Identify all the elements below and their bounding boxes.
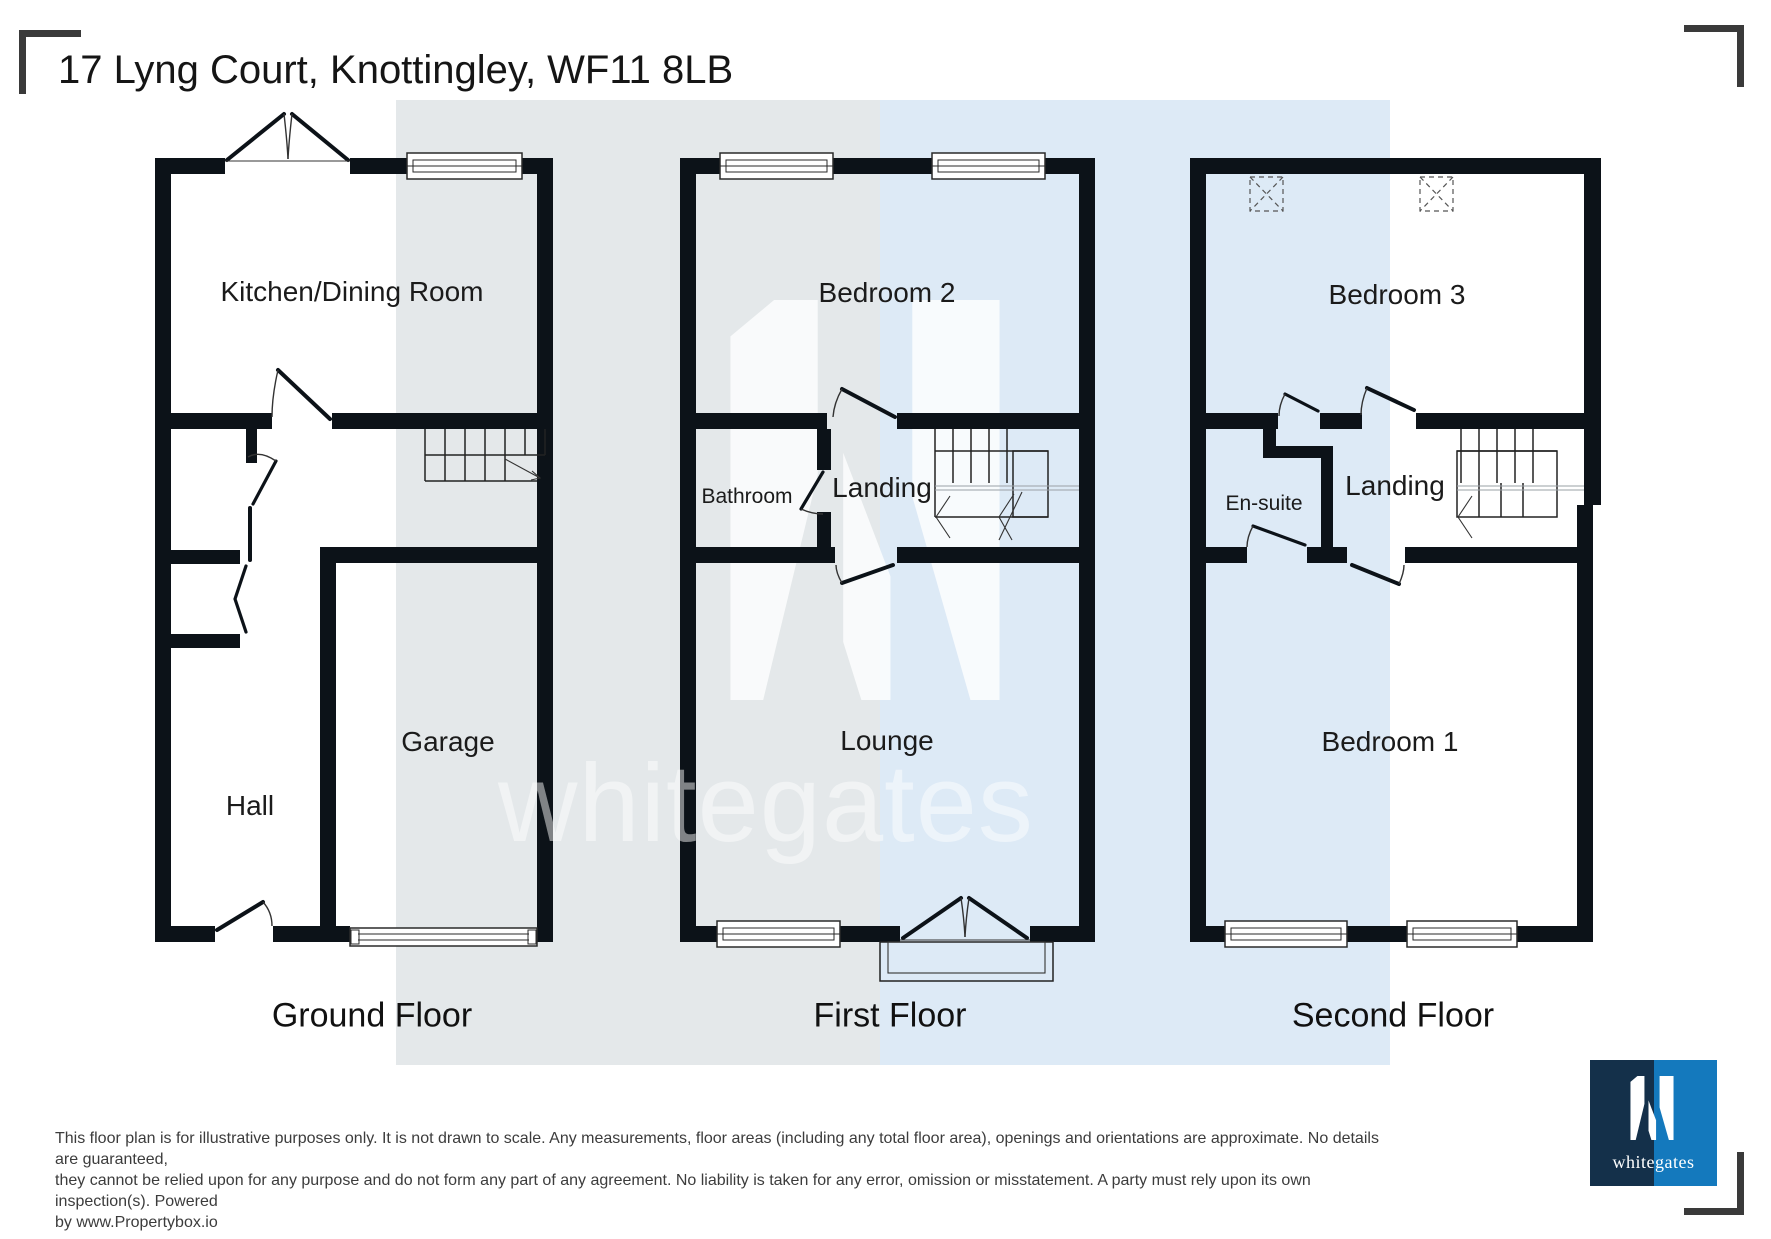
- ground-floor-window: [406, 152, 523, 180]
- room-label-lounge: Lounge: [840, 725, 934, 756]
- first-floor-windows: [716, 152, 1046, 948]
- whitegates-logo: whitegates: [1590, 1060, 1717, 1186]
- room-label-bedroom1: Bedroom 1: [1321, 726, 1459, 757]
- garage-door: [349, 927, 538, 947]
- disclaimer-text: This floor plan is for illustrative purp…: [55, 1128, 1385, 1233]
- first-floor-plan: [680, 152, 1095, 982]
- room-label-hall: Hall: [225, 790, 275, 821]
- whitegates-w-icon: [1630, 1076, 1674, 1140]
- room-label-bedroom2: Bedroom 2: [818, 277, 956, 308]
- page-title: 17 Lyng Court, Knottingley, WF11 8LB: [58, 48, 734, 92]
- second-floor-doors: [1246, 386, 1416, 586]
- background-band-gray: [396, 100, 880, 1065]
- logo-brand-text: whitegates: [1612, 1152, 1695, 1172]
- skylight-icons: [1249, 176, 1454, 212]
- corner-bracket-icons: [19, 25, 1744, 1215]
- patio-outline: [879, 941, 1054, 982]
- whitegates-watermark-icon: [730, 300, 1000, 700]
- disclaimer-line-2: they cannot be relied upon for any purpo…: [55, 1172, 1311, 1210]
- room-label-landing-first: Landing: [832, 472, 932, 503]
- ground-floor-walls: [155, 158, 553, 942]
- disclaimer-line-1: This floor plan is for illustrative purp…: [55, 1130, 1379, 1168]
- ground-floor-plan: [155, 112, 553, 947]
- second-floor-walls: [1190, 158, 1601, 942]
- watermark-text: whitegates: [498, 742, 1034, 865]
- second-floor-stairs: [1456, 429, 1584, 539]
- floor-label-ground: Ground Floor: [271, 996, 473, 1035]
- second-floor-windows: [1224, 920, 1518, 948]
- second-floor-plan: [1190, 158, 1601, 948]
- ground-floor-stairs: [424, 429, 546, 482]
- first-floor-stairs: [934, 429, 1079, 541]
- first-floor-walls: [680, 158, 1095, 942]
- disclaimer-line-3: by www.Propertybox.io: [55, 1214, 218, 1231]
- room-label-bedroom3: Bedroom 3: [1328, 279, 1466, 310]
- floor-label-second: Second Floor: [1291, 996, 1495, 1035]
- room-label-landing-second: Landing: [1345, 470, 1445, 501]
- room-label-garage: Garage: [401, 726, 495, 757]
- room-label-kitchen: Kitchen/Dining Room: [220, 276, 484, 307]
- room-label-bathroom: Bathroom: [701, 485, 793, 508]
- ground-floor-doors: [215, 112, 350, 932]
- floor-label-first: First Floor: [813, 996, 967, 1035]
- first-floor-doors: [799, 387, 1030, 941]
- room-label-ensuite: En-suite: [1225, 492, 1303, 515]
